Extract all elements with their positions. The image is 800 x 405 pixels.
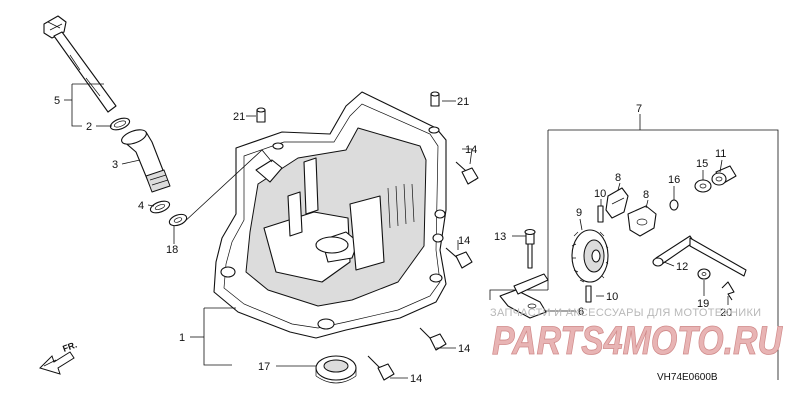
callout-4: 4 [138,200,144,212]
callout-7: 7 [636,103,642,115]
dipstick-blade [53,31,117,113]
leader-lines [64,83,729,379]
callout-17: 17 [258,361,270,373]
watermark-tagline: ЗАПЧАСТИ И АКСЕССУАРЫ ДЛЯ МОТОТЕХНИКИ [490,307,761,319]
callout-11: 11 [715,148,726,160]
oil-filler-tube [121,129,171,193]
governor-weight-lower [627,205,657,237]
callout-3: 3 [112,159,118,171]
callout-8-upper: 8 [615,172,621,184]
bolt-lower [419,327,447,351]
shaft-pin-upper [597,205,604,223]
direction-arrow-icon [39,351,75,375]
watermark: ЗАПЧАСТИ И АКСЕССУАРЫ ДЛЯ МОТОТЕХНИКИ PA… [490,307,783,363]
callout-14-upper: 14 [465,144,477,156]
callout-19: 19 [697,298,709,310]
governor-weight-upper [605,187,629,219]
callout-9: 9 [576,207,582,219]
callout-12: 12 [676,261,688,273]
callout-14-middle: 14 [458,235,470,247]
callout-8-lower: 8 [643,189,649,201]
callout-10-lower: 10 [606,291,618,303]
callout-18: 18 [166,244,178,256]
governor-gear [571,229,609,283]
dowel-pin-left [256,107,266,123]
tube-o-ring [149,200,171,214]
direction-label: FR. [61,340,78,354]
thrust-washer [669,199,679,211]
front-direction-indicator: FR. [39,340,78,375]
callout-2: 2 [86,121,92,133]
callout-21-left: 21 [233,111,245,123]
shaft-washer [697,268,711,280]
callout-14-bottom: 14 [410,373,422,385]
callout-1: 1 [179,332,185,344]
dipstick-assembly [43,15,188,227]
shaft-pin-lower [585,285,592,303]
crankcase-cover [213,91,447,339]
callout-14-lower: 14 [458,343,470,355]
callout-16: 16 [668,174,680,186]
callout-10-upper: 10 [594,188,606,200]
o-ring [109,117,131,131]
governor-pin [524,228,536,269]
governor-slider [711,165,737,186]
callout-15: 15 [696,158,708,170]
governor-holder [694,179,712,193]
callout-numbers: 5 2 3 4 18 21 21 14 14 14 14 1 17 7 13 6… [54,95,732,385]
callout-21-right: 21 [457,96,469,108]
callout-6: 6 [578,306,584,318]
filler-seal [168,213,188,227]
governor-shaft [652,235,747,277]
bolt-upper [455,161,479,185]
dowel-pin-right [430,91,440,107]
callout-20: 20 [720,307,732,319]
governor-arm [499,273,549,319]
retaining-clip [721,281,735,301]
oil-seal [315,355,357,384]
diagram-code: VH74E0600B [657,372,718,383]
watermark-logo: PARTS4MOTO.RU [492,319,783,363]
callout-5: 5 [54,95,60,107]
bolt-middle [445,247,473,269]
bolt-bottom [367,355,395,381]
callout-13: 13 [494,231,506,243]
